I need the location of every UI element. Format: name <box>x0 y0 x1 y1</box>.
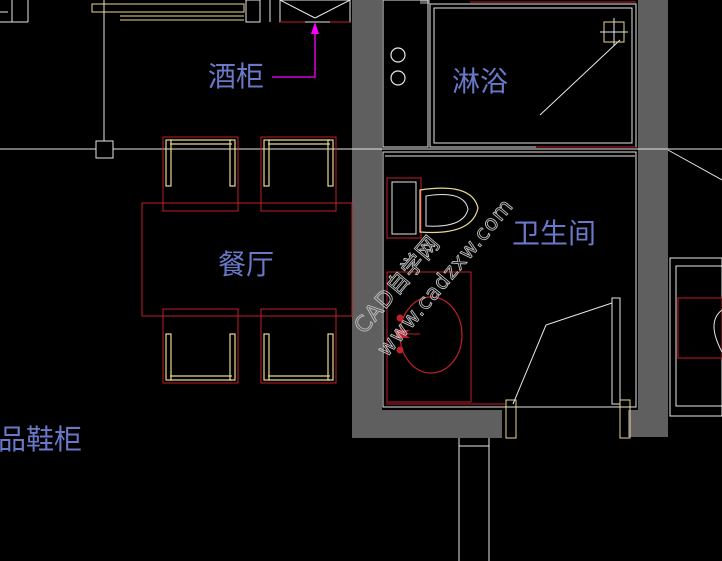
chair <box>162 136 239 212</box>
wall-bath-right <box>638 0 668 437</box>
wash-basin <box>386 271 472 403</box>
chair <box>260 136 337 212</box>
chair <box>162 308 239 384</box>
wall-shower-top <box>420 0 430 4</box>
grid-node <box>95 140 114 159</box>
label-bathroom: 卫生间 <box>512 217 596 250</box>
label-shoe-cabinet: 成品鞋柜 <box>0 423 82 456</box>
leader-line <box>272 22 319 78</box>
dining-table <box>141 202 353 317</box>
label-wine-cabinet: 酒柜 <box>208 60 264 93</box>
wine-cabinet-outline <box>0 0 351 149</box>
toilet <box>386 177 479 239</box>
label-shower: 淋浴 <box>452 65 508 98</box>
corridor-lines <box>458 438 490 561</box>
wall-bath-left <box>352 0 382 437</box>
label-dining: 餐厅 <box>218 248 274 281</box>
adjacent-room-outline <box>667 149 722 417</box>
wall-bath-bottom <box>352 410 502 438</box>
shower-valves <box>390 47 406 86</box>
chair <box>260 308 337 384</box>
wall-bath-bottom-right <box>628 410 668 437</box>
dining-chairs <box>162 136 337 384</box>
walls <box>352 0 668 438</box>
bathroom-interior <box>382 151 637 439</box>
room-labels: 酒柜 淋浴 卫生间 餐厅 成品鞋柜 <box>0 60 596 456</box>
shower-enclosure <box>382 0 637 148</box>
